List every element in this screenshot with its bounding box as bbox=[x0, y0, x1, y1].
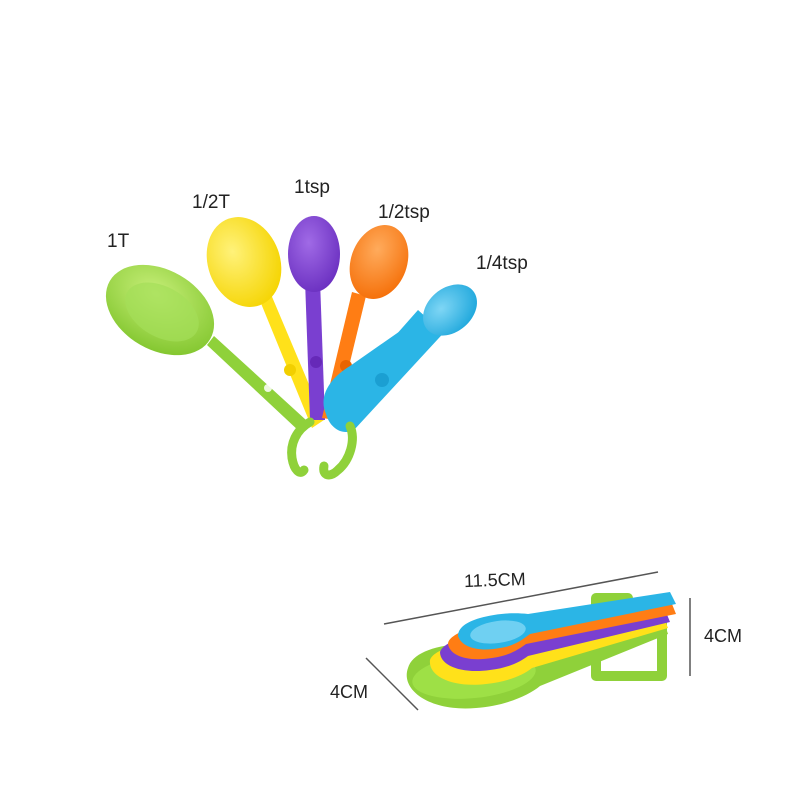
width-dimension-line bbox=[365, 657, 419, 711]
hook-ring bbox=[287, 417, 357, 480]
label-1tsp: 1tsp bbox=[294, 177, 330, 198]
width-label: 4CM bbox=[330, 682, 369, 702]
spoon-half-T bbox=[206, 217, 324, 428]
height-label: 4CM bbox=[704, 626, 743, 646]
spoon-quarter-tsp bbox=[323, 284, 477, 433]
label-1T: 1T bbox=[107, 231, 130, 252]
label-half-tsp: 1/2tsp bbox=[378, 202, 430, 223]
length-label: 11.5CM bbox=[463, 568, 527, 592]
length-dimension-line bbox=[383, 571, 659, 625]
spoon-1T bbox=[105, 264, 306, 432]
label-quarter-tsp: 1/4tsp bbox=[476, 253, 528, 274]
spoon-1tsp bbox=[288, 216, 340, 420]
label-half-T: 1/2T bbox=[192, 192, 231, 213]
nested-spoon-set bbox=[406, 592, 676, 709]
